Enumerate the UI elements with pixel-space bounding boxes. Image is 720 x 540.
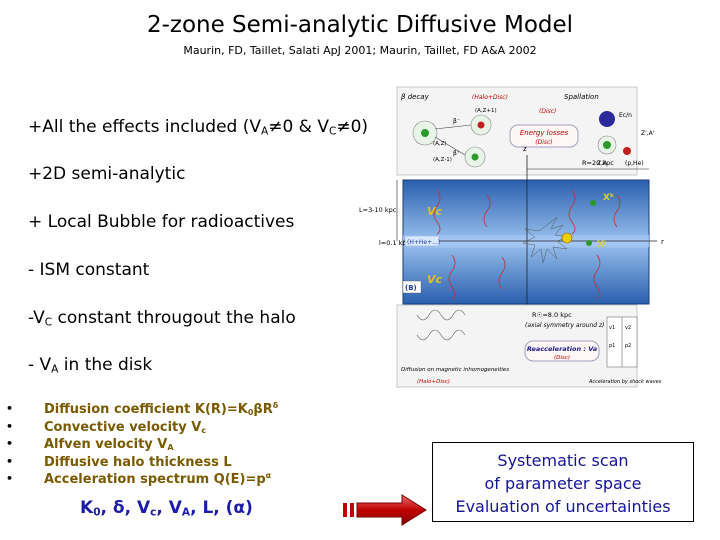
disk-thickness-label: l=0.1 kpc bbox=[379, 239, 411, 247]
spallation-nucleus-ec bbox=[599, 111, 615, 127]
energy-losses-box bbox=[509, 124, 579, 148]
reacceleration-box bbox=[524, 340, 600, 362]
disc-label-tl: (Halo+Disc) bbox=[472, 94, 508, 101]
reacceleration-sub: (Disc) bbox=[554, 355, 570, 361]
energy-losses-sub: (Disc) bbox=[535, 139, 552, 146]
xj-label: Xʲ bbox=[597, 240, 606, 250]
magnetic-field-lines-2 bbox=[416, 329, 466, 341]
xk-label: Xᵏ bbox=[603, 193, 614, 203]
decay-arrow-up bbox=[434, 124, 472, 130]
p2-label: p2 bbox=[625, 343, 631, 349]
conclusion-box: Systematic scan of parameter space Evalu… bbox=[432, 442, 694, 522]
p1-label: p1 bbox=[609, 343, 615, 349]
reacceleration-label: Reacceleration : Va bbox=[527, 345, 597, 353]
bullet-va-disk: - VA in the disk bbox=[28, 355, 153, 376]
galaxy-model-diagram: β decay (Halo+Disc) Spallation (Disc) En… bbox=[357, 86, 664, 388]
param-alfven: •Alfven velocity VA bbox=[6, 437, 174, 452]
random-walk-path bbox=[522, 216, 570, 264]
diffusion-path-2 bbox=[483, 194, 491, 228]
conclusion-line-3: Evaluation of uncertainties bbox=[455, 497, 671, 516]
zpap-label: Z',A' bbox=[641, 130, 655, 137]
conclusion-line-2: of parameter space bbox=[484, 474, 642, 493]
energy-losses-label: Energy losses bbox=[520, 129, 569, 137]
ec-label: Ec/n bbox=[619, 112, 632, 119]
rsun-label: R☉=8.0 kpc bbox=[532, 311, 572, 319]
beta-decay-label: β decay bbox=[401, 93, 430, 101]
phe-label: (p,He) bbox=[625, 160, 644, 167]
nucleus-az-minus-core bbox=[471, 153, 479, 161]
param-acceleration: •Acceleration spectrum Q(E)=pα bbox=[6, 471, 272, 487]
diffusion-path-6 bbox=[498, 256, 506, 290]
magnetic-field-lines bbox=[416, 309, 466, 321]
diffusion-path-1 bbox=[433, 189, 441, 235]
parameter-symbols: K0, δ, Vc, VA, L, (α) bbox=[80, 498, 253, 519]
halo-disc-bottom-label: (Halo+Disc) bbox=[417, 379, 450, 385]
halo-label-bg bbox=[357, 203, 397, 215]
diffusion-path-4 bbox=[613, 194, 621, 228]
bullet-ism-constant: - ISM constant bbox=[28, 260, 150, 280]
b-label: (B) bbox=[405, 284, 417, 292]
bullet-2d-semi-analytic: +2D semi-analytic bbox=[28, 164, 186, 184]
bullet-local-bubble: + Local Bubble for radioactives bbox=[28, 212, 295, 232]
parameter-list: •Diffusion coefficient K(R)=K0βRδ •Conve… bbox=[6, 402, 336, 490]
beta-plus-label: β⁺ bbox=[453, 150, 460, 157]
z-axis-label: z bbox=[523, 145, 527, 153]
diffusion-path-5 bbox=[448, 254, 456, 300]
r-axis-label: r bbox=[661, 238, 664, 246]
diffusion-path-7 bbox=[593, 254, 601, 300]
az1-label: (A,Z+1) bbox=[475, 108, 497, 114]
axial-symmetry-label: (axial symmetry around z) bbox=[525, 322, 604, 329]
vc-bottom-label: Vc bbox=[427, 273, 443, 286]
hh-label: (H+He+...) bbox=[407, 239, 440, 246]
spallation-nucleus-za-core bbox=[603, 141, 611, 149]
transport-panel bbox=[396, 304, 638, 388]
az-label: (A,Z) bbox=[433, 141, 447, 147]
hh-label-bg bbox=[404, 235, 440, 247]
v2-label: v2 bbox=[625, 325, 631, 331]
param-halo-thickness: •Diffusive halo thickness L bbox=[6, 454, 232, 470]
param-diffusion: •Diffusion coefficient K(R)=K0βRδ bbox=[6, 401, 279, 417]
diffusion-path-3 bbox=[568, 189, 576, 235]
right-arrow-icon bbox=[343, 494, 427, 526]
nucleus-xj bbox=[586, 240, 592, 246]
r20-label: R=20 kpc bbox=[582, 159, 614, 167]
bullet-effects-included: +All the effects included (VA≠0 & VC≠0) bbox=[28, 117, 369, 138]
b-label-bg bbox=[402, 280, 422, 294]
bullet-vc-constant: -VC constant througout the halo bbox=[28, 308, 296, 329]
nucleus-az-plus-core bbox=[477, 121, 485, 129]
acceleration-shock-label: Acceleration by shock waves bbox=[588, 379, 662, 385]
diffusion-magnetic-label: Diffusion on magnetic inhomogeneities bbox=[401, 367, 509, 373]
decay-arrow-down bbox=[434, 136, 466, 156]
nucleus-xk bbox=[590, 200, 596, 206]
spallation-product bbox=[623, 147, 631, 155]
conclusion-line-1: Systematic scan bbox=[497, 451, 629, 470]
za-label: Z,A bbox=[597, 160, 608, 167]
slide-title: 2-zone Semi-analytic Diffusive Model bbox=[146, 12, 574, 38]
beta-minus-label: β⁻ bbox=[453, 118, 460, 125]
disc-label-tr: (Disc) bbox=[539, 108, 556, 115]
halo-thickness-label: L=3-10 kpc bbox=[359, 206, 397, 214]
az1b-label: (A,Z-1) bbox=[433, 157, 452, 163]
sun-position bbox=[561, 232, 573, 244]
nucleus-az-core bbox=[421, 129, 429, 137]
slide-subtitle: Maurin, FD, Taillet, Salati ApJ 2001; Ma… bbox=[183, 44, 537, 57]
v1-label: v1 bbox=[609, 325, 615, 331]
vc-top-label: Vc bbox=[427, 205, 443, 218]
param-convective: •Convective velocity Vc bbox=[6, 419, 207, 435]
spallation-label: Spallation bbox=[564, 93, 599, 101]
